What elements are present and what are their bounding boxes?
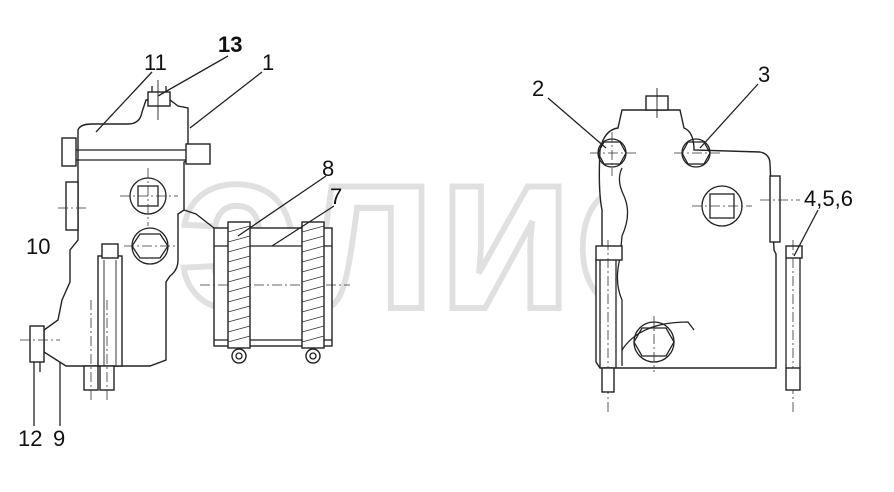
leader-7 [271,205,335,247]
front-right-stud [785,367,801,391]
spring-right-coils [301,225,325,343]
housing-side-view [43,99,189,367]
right-assembly [590,88,803,412]
leader-456 [793,209,819,257]
leader-3 [699,83,759,149]
spring-right-eye [305,348,321,364]
label-13: 13 [218,32,242,57]
spring-left-eye [231,348,247,364]
spring-right [301,221,325,349]
label-8: 8 [322,156,334,181]
spring-left [227,221,251,349]
vertical-stud-housing [97,255,123,367]
spring-left-coils [227,225,251,343]
label-3: 3 [758,62,770,87]
label-11: 11 [144,50,167,75]
callout-labels: 11 13 1 8 7 10 12 9 2 3 4,5,6 [18,32,853,451]
top-bolt [147,91,171,107]
front-left-nut [595,245,623,261]
front-right-nut [785,245,803,259]
left-assembly [20,80,215,400]
label-7: 7 [330,184,342,209]
side-flange [769,175,781,243]
leader-11 [95,71,153,133]
label-1: 1 [262,50,274,75]
spring-assembly [200,221,350,364]
leader-2 [547,97,607,149]
leader-8 [237,175,327,237]
label-9: 9 [53,426,65,451]
label-10: 10 [26,234,50,259]
stud-item-10 [65,181,79,231]
leader-13 [157,55,229,97]
plate-item-1 [185,143,211,165]
front-left-stud [601,367,615,393]
label-12: 12 [18,426,42,451]
leader-1 [189,71,263,129]
leader-lines [33,55,819,426]
label-456: 4,5,6 [804,186,853,211]
bolt-item-12 [29,325,45,363]
cap-bolt-head [61,137,77,167]
label-2: 2 [532,76,544,101]
housing-front-view [595,109,777,369]
